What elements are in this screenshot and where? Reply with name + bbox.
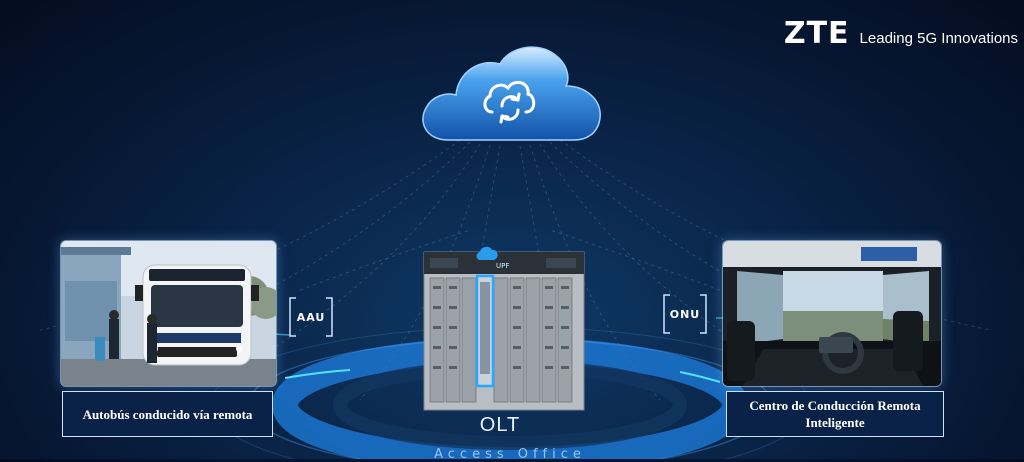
remote-driving-center-photo [722,240,942,387]
onu-label: ONU [669,308,701,321]
brand-tagline: Leading 5G Innovations [859,30,1018,47]
brand: ZTE Leading 5G Innovations [784,16,1018,51]
access-office-label: Access Office [434,447,586,462]
bus-illustration [61,241,276,386]
onu-bracket [663,294,707,334]
right-caption: Centro de Conducción Remota Inteligente [726,391,944,437]
aau-bracket [289,297,333,337]
olt-label: OLT [479,414,521,436]
cloud-sync-icon [483,80,536,124]
left-caption: Autobús conducido vía remota [62,391,273,437]
remote-bus-photo [60,240,277,387]
zte-logo: ZTE [783,16,850,51]
cloud-icon [422,46,601,141]
cockpit-illustration [723,241,941,386]
olt-chassis [423,246,585,411]
aau-label: AAU [296,311,326,324]
upf-badge: UPF [496,262,510,270]
